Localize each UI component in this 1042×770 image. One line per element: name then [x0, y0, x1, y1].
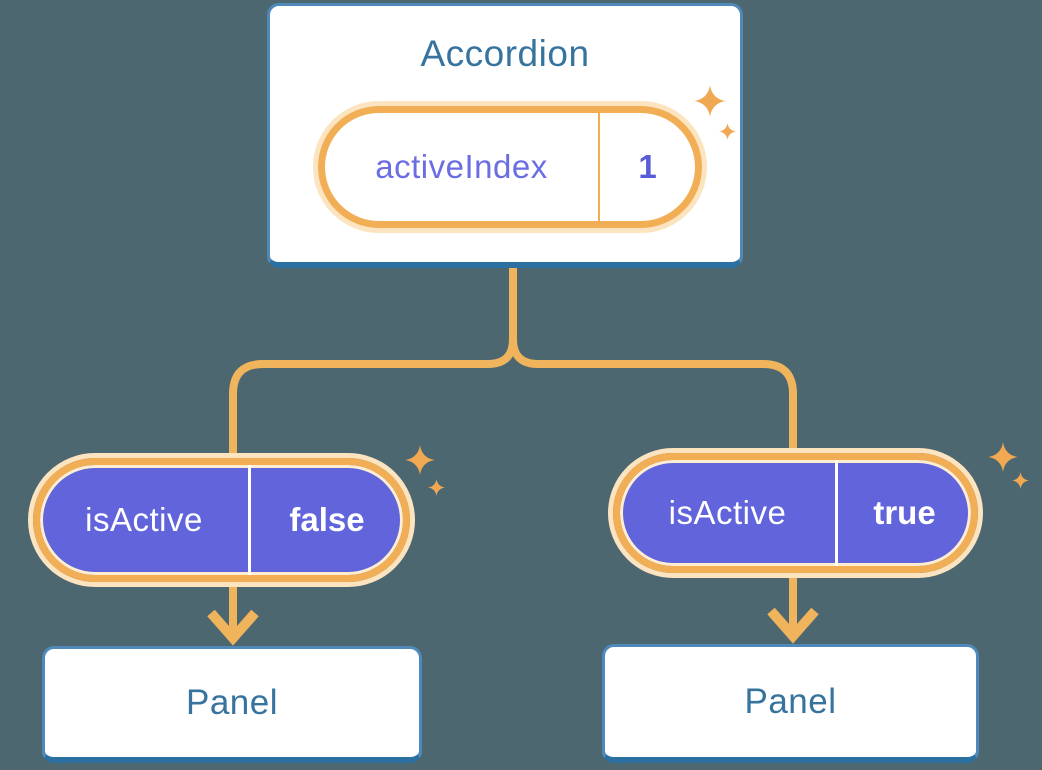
sparkle-icon [694, 85, 726, 117]
panel-card-right: Panel [602, 644, 979, 763]
activeindex-state-pill: activeIndex 1 [313, 101, 707, 233]
pill-divider [835, 460, 838, 566]
down-arrow-icon [207, 609, 259, 646]
panel-label: Panel [744, 682, 837, 721]
state-value-label: 1 [638, 148, 657, 185]
state-name-label: isActive [85, 501, 203, 538]
state-value-label: false [289, 501, 365, 538]
connector-branch-right [509, 266, 797, 632]
sparkle-icon [1012, 472, 1029, 489]
isactive-true-state-pill: isActive true [608, 448, 983, 578]
panel-label: Panel [185, 683, 279, 722]
pill-divider [598, 113, 600, 221]
accordion-title: Accordion [420, 33, 590, 74]
isactive-false-state-pill: isActive false [28, 453, 415, 587]
sparkle-icon [428, 479, 445, 496]
sparkle-icon [988, 442, 1018, 472]
panel-card-left: Panel [42, 646, 422, 763]
activeindex-pill-body: activeIndex 1 [318, 106, 702, 228]
pill-divider [248, 465, 251, 575]
state-value-label: true [873, 494, 936, 531]
state-name-label: isActive [668, 494, 787, 531]
sparkle-icon [405, 445, 435, 475]
state-name-label: activeIndex [375, 148, 548, 185]
sparkle-icon [719, 123, 736, 140]
isactive-true-pill-body: isActive true [613, 453, 978, 573]
down-arrow-icon [767, 607, 819, 644]
isactive-false-pill-body: isActive false [33, 458, 410, 582]
